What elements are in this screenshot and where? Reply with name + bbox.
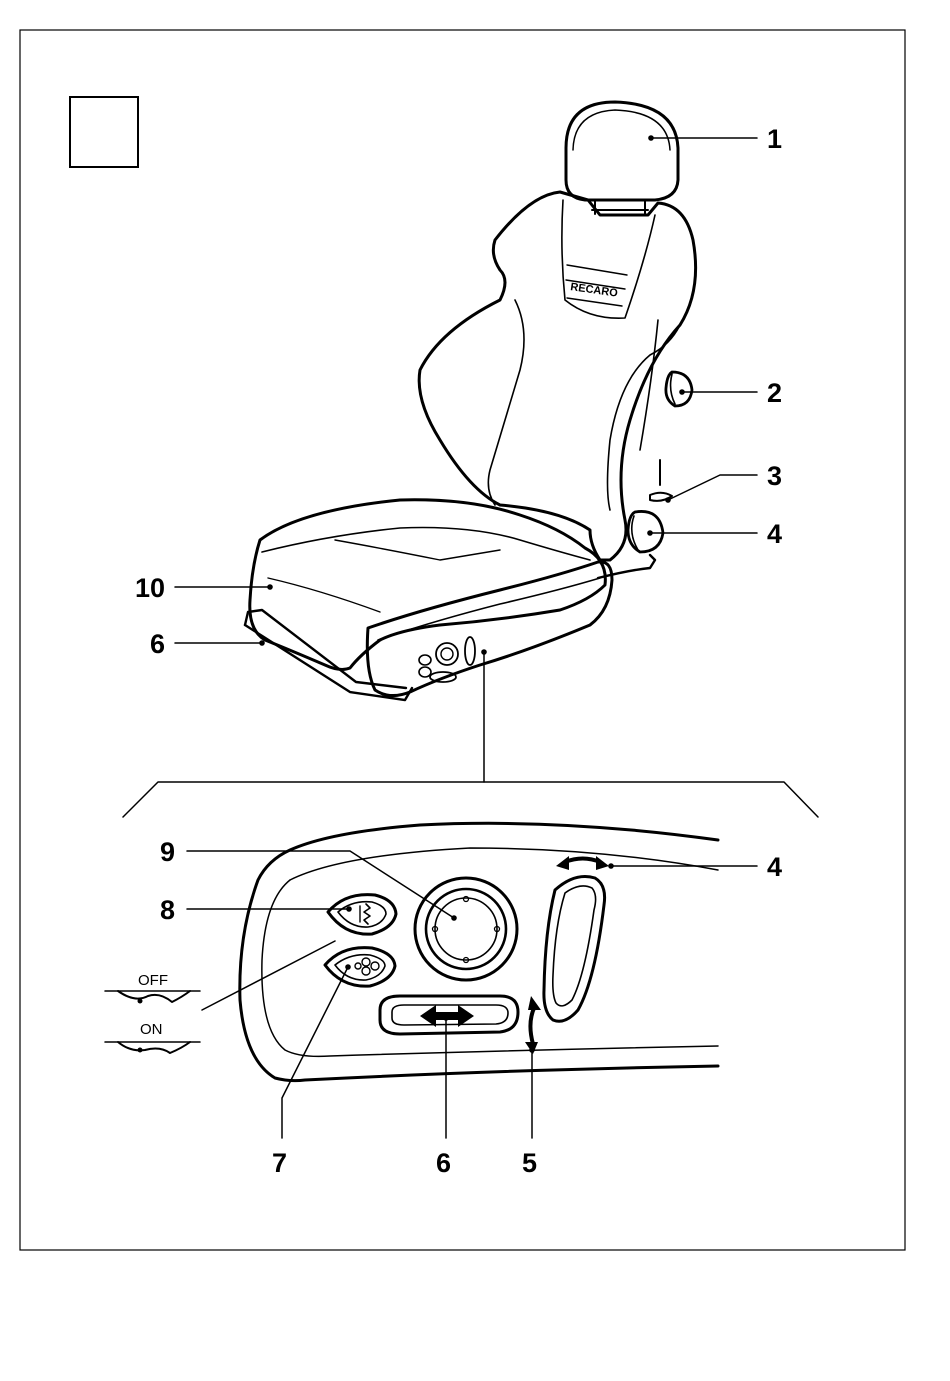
callout-1: 1 xyxy=(767,124,782,154)
off-label: OFF xyxy=(138,972,168,989)
slide-switch xyxy=(380,996,518,1034)
control-panel-detail xyxy=(240,823,718,1080)
seat-rail xyxy=(245,555,655,700)
recaro-logo: RECARO xyxy=(570,281,619,300)
callout-10: 10 xyxy=(135,573,165,603)
top-leaders xyxy=(123,135,818,817)
callout-9: 9 xyxy=(160,837,175,867)
seat-side-panel xyxy=(367,562,612,696)
callout-5: 5 xyxy=(522,1148,537,1178)
callout-3: 3 xyxy=(767,461,782,491)
fan-icon xyxy=(355,958,379,975)
heat-icon xyxy=(360,904,370,924)
callout-7: 7 xyxy=(272,1148,287,1178)
joystick-control xyxy=(415,878,517,980)
callout-4-top: 4 xyxy=(767,519,782,549)
backrest-rocker xyxy=(544,856,609,1021)
seat-cushion xyxy=(250,500,606,670)
callout-6-panel: 6 xyxy=(436,1148,451,1178)
fan-switch xyxy=(325,948,395,987)
callout-8: 8 xyxy=(160,895,175,925)
backrest: RECARO xyxy=(419,192,695,560)
figure-index-box xyxy=(70,97,138,167)
seat-illustration: RECARO xyxy=(245,102,696,700)
callout-2: 2 xyxy=(767,378,782,408)
curved-arrow-icon xyxy=(556,856,609,870)
on-label: ON xyxy=(140,1021,163,1038)
callout-4-panel: 4 xyxy=(767,852,782,882)
tilt-arrow xyxy=(525,996,541,1054)
switch-state-legend: OFF ON xyxy=(105,972,200,1053)
heat-switch xyxy=(328,895,396,935)
callout-6-top: 6 xyxy=(150,629,165,659)
